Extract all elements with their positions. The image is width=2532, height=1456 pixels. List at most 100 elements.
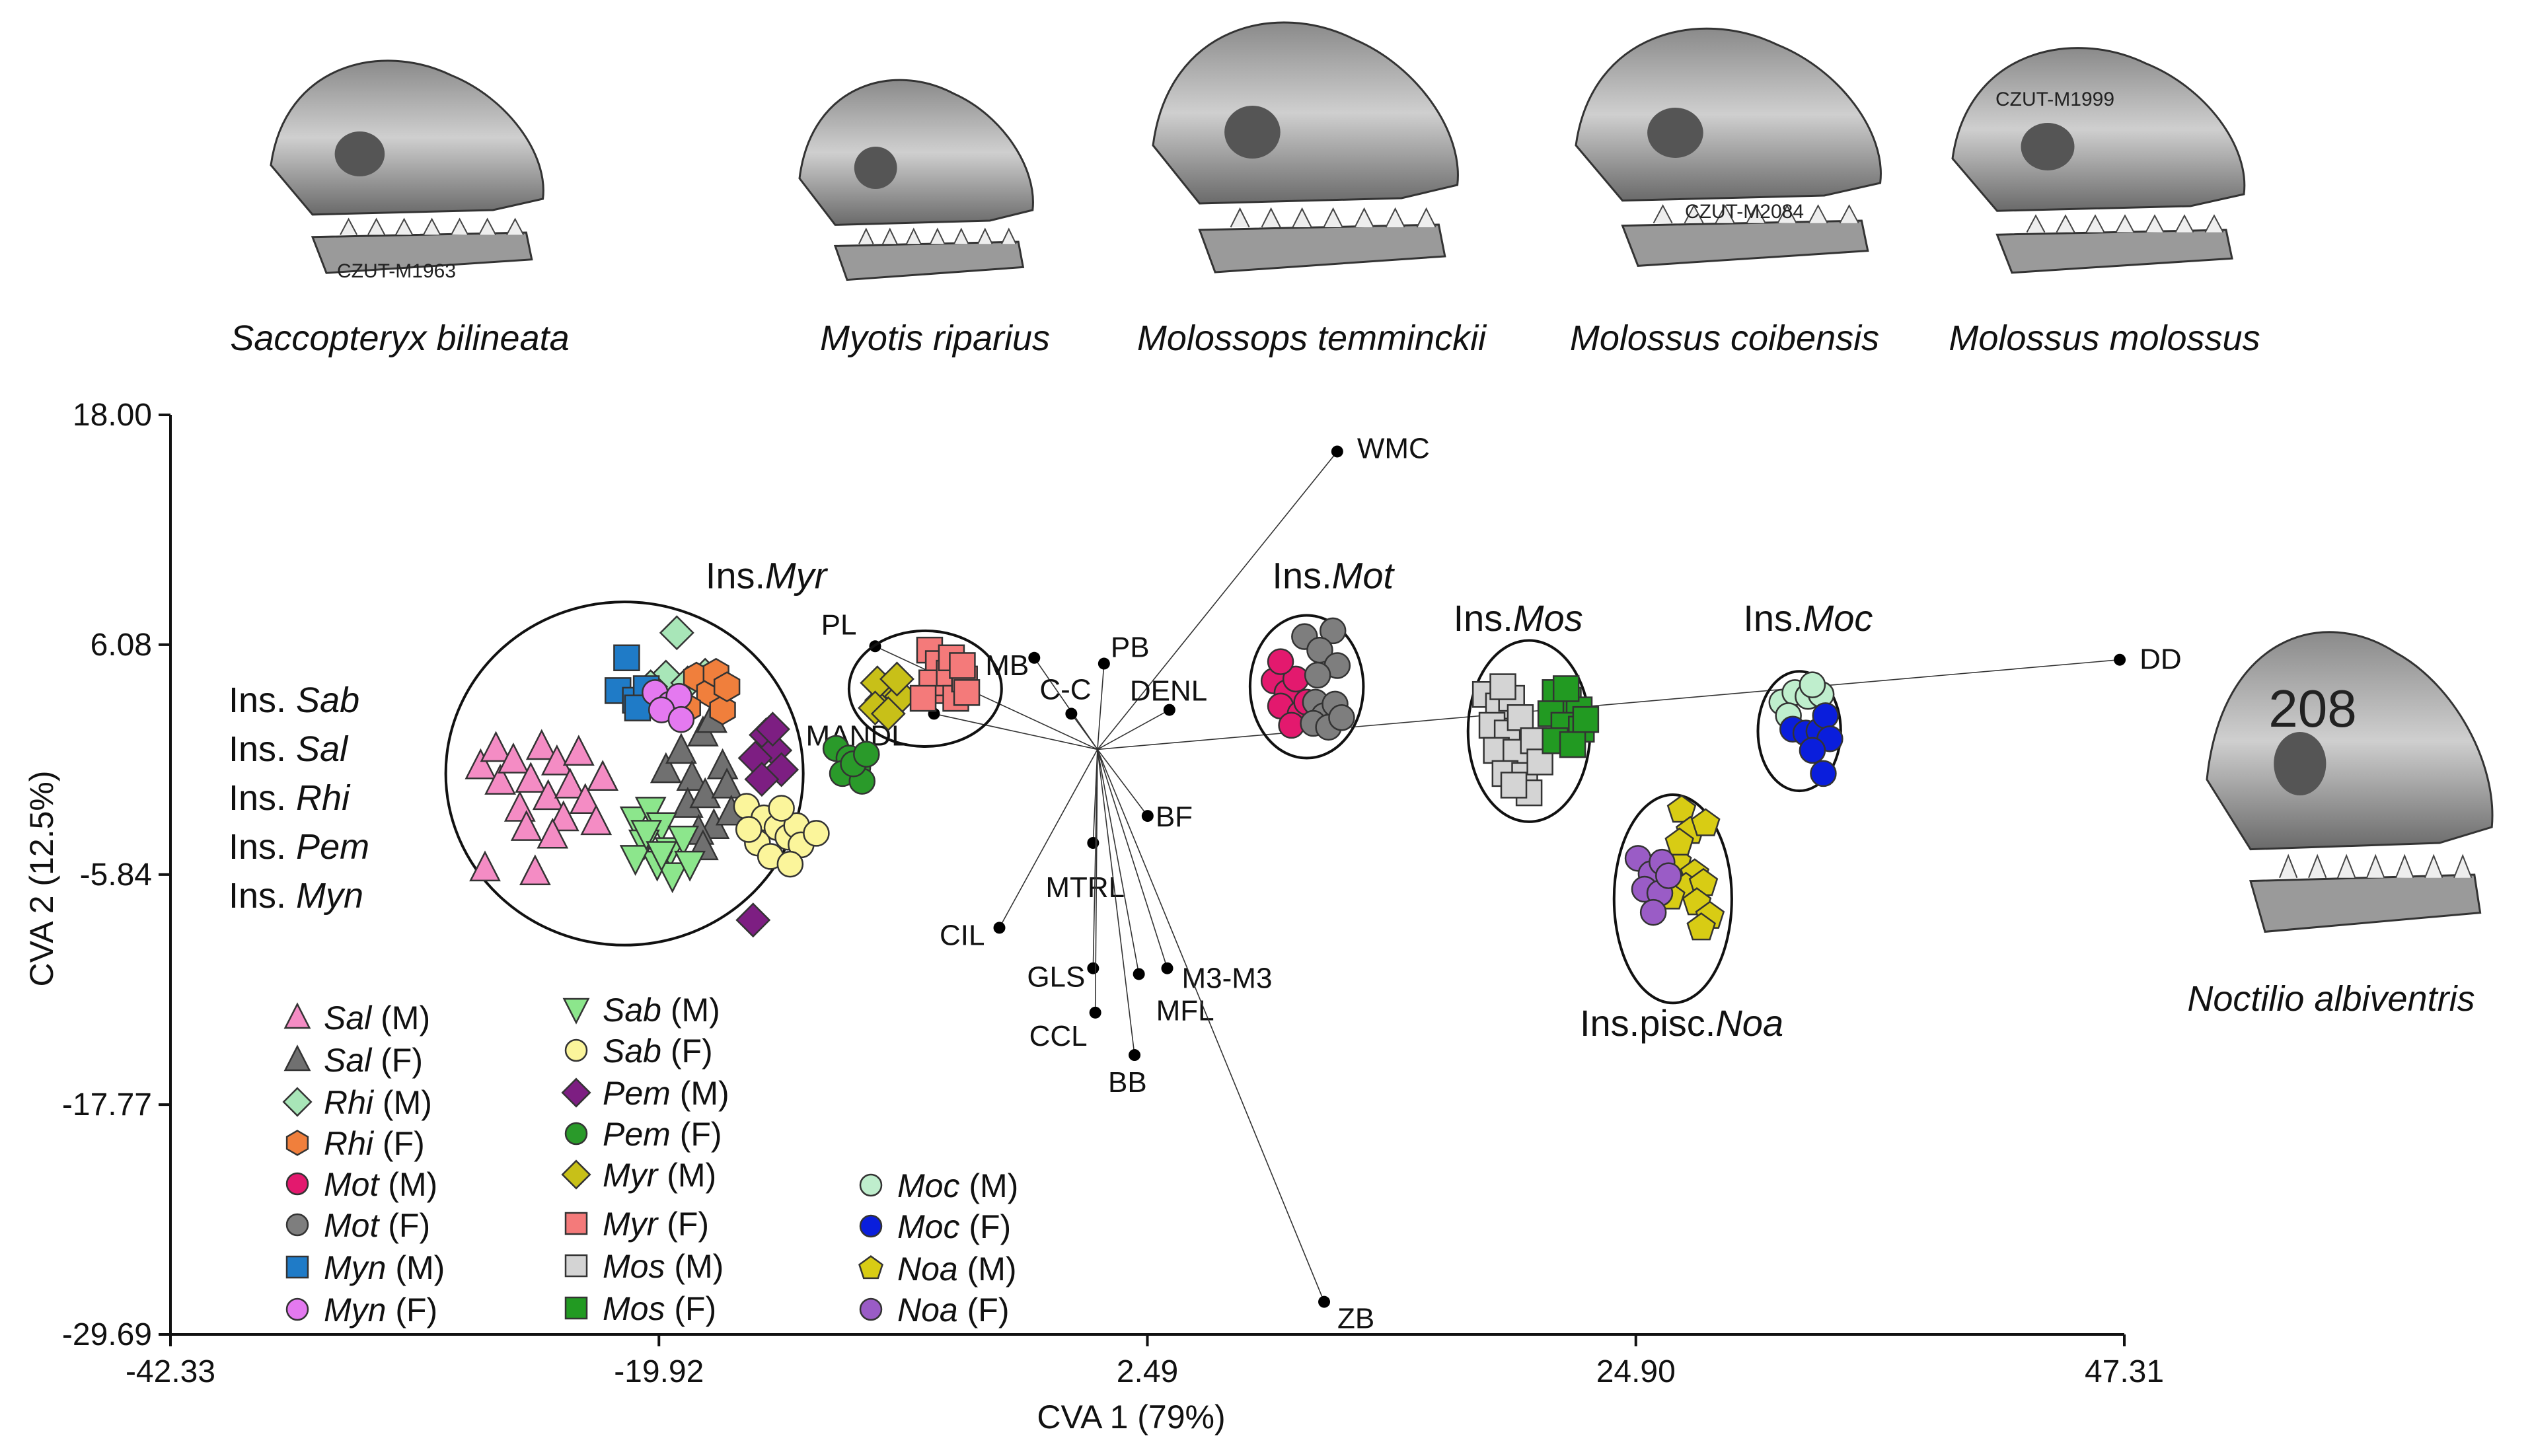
loading-vector [1097, 659, 2120, 750]
data-point [949, 652, 976, 679]
data-point [498, 742, 529, 774]
data-point [580, 804, 613, 836]
legend-label: Moc (F) [897, 1208, 1011, 1245]
data-point [1572, 706, 1600, 733]
loading-vector-end [1163, 704, 1175, 716]
legend-entry: Sab (M) [562, 992, 720, 1029]
legend-label: Noa (M) [897, 1251, 1017, 1288]
loading-vector-label: CCL [1029, 1020, 1088, 1052]
x-tick-label: 24.90 [1596, 1354, 1676, 1389]
legend-entry: Noa (M) [858, 1251, 1017, 1288]
legend-marker [859, 1214, 883, 1238]
legend-label: Moc (M) [897, 1167, 1018, 1204]
legend-entry: Mot (F) [285, 1207, 430, 1244]
legend-marker [283, 1002, 311, 1029]
series-myr-female [909, 636, 981, 712]
data-point [646, 841, 678, 872]
legend-marker [564, 1122, 588, 1146]
legend-entry: Moc (F) [859, 1208, 1011, 1245]
loading-vector-label: WMC [1357, 432, 1430, 464]
group-label: Ins.Moc [1743, 597, 1873, 639]
group-label: Ins.Mos [1454, 597, 1583, 639]
group-ellipse [444, 601, 805, 947]
specimen-tag: CZUT-M2084 [1685, 201, 1804, 223]
loading-vector-end [1161, 962, 1173, 974]
group-label: Ins.Myr [706, 555, 829, 597]
legend-label: Mos (F) [603, 1290, 716, 1327]
data-point [768, 795, 795, 822]
skull-molossus-coibensis-image [1575, 27, 1882, 267]
skull-saccopteryx-image [270, 59, 544, 274]
data-point [676, 760, 708, 791]
loading-vector-label: CIL [940, 919, 985, 951]
series-mot-female [1291, 617, 1355, 741]
y-tick-label: 18.00 [73, 398, 152, 433]
legend-label: Sab (F) [603, 1033, 713, 1070]
legend-label: Mot (M) [324, 1166, 437, 1203]
loading-vector-end [1331, 445, 1343, 458]
data-point [1489, 673, 1516, 700]
x-tick-label: -42.33 [126, 1354, 215, 1389]
data-point [1267, 648, 1294, 675]
series-sab-female [733, 793, 830, 878]
legend-entry: Rhi (M) [282, 1084, 432, 1121]
loading-vector-end [1129, 1049, 1141, 1062]
skull-molossops-image [1152, 21, 1459, 273]
loading-vector [1094, 749, 1098, 1013]
loading-vector-label: BF [1156, 801, 1193, 833]
legend-entry: Pem (M) [561, 1075, 729, 1112]
legend-marker [858, 1255, 883, 1280]
loading-vector [1097, 749, 1168, 968]
data-point [1639, 898, 1667, 926]
data-point [1666, 794, 1697, 823]
loading-vector-label: PL [821, 608, 857, 641]
loading-vector-label: DENL [1130, 675, 1207, 708]
data-point [853, 741, 880, 768]
data-point [689, 777, 722, 809]
data-point [1500, 772, 1528, 799]
species-caption: Molossus molossus [1949, 318, 2260, 358]
data-point [503, 790, 536, 822]
legend-label: Rhi (M) [324, 1084, 432, 1121]
data-point [735, 902, 771, 938]
loading-vector [1097, 749, 1325, 1302]
side-group-label: Ins. Pem [229, 827, 369, 867]
data-points [465, 615, 1843, 941]
loading-vector-label: C-C [1039, 673, 1091, 706]
legend-entry: Myr (F) [564, 1206, 709, 1243]
legend-marker [564, 1254, 588, 1278]
data-point [1664, 827, 1694, 855]
legend-entry: Myn (F) [285, 1292, 437, 1329]
data-point [755, 711, 790, 747]
data-point [659, 615, 694, 651]
legend: Sal (M)Sal (F)Rhi (M)Rhi (F)Mot (M)Mot (… [282, 992, 1018, 1329]
species-caption: Molossus coibensis [1570, 318, 1879, 358]
loading-vector [1097, 748, 1148, 817]
legend-entry: Rhi (F) [285, 1125, 425, 1162]
data-point [665, 733, 697, 764]
data-point [634, 797, 667, 828]
legend-marker [564, 1296, 588, 1320]
species-caption: Saccopteryx bilineata [230, 318, 569, 358]
loading-vector [1097, 749, 1135, 1056]
data-point [525, 729, 558, 760]
legend-label: Sal (M) [324, 1000, 430, 1037]
legend-label: Myr (F) [603, 1206, 709, 1243]
x-tick-label: 2.49 [1117, 1354, 1178, 1389]
data-point [562, 735, 595, 766]
data-point [744, 762, 780, 797]
group-ellipse [1248, 614, 1365, 760]
legend-entry: Moc (M) [859, 1167, 1018, 1204]
legend-label: Rhi (F) [324, 1125, 425, 1162]
species-caption: Noctilio albiventris [2187, 979, 2475, 1019]
specimen-tag: CZUT-M1999 [1995, 89, 2114, 110]
loading-vector-end [1133, 968, 1145, 980]
legend-entry: Pem (F) [564, 1116, 722, 1153]
group-label: Ins.Mot [1272, 555, 1395, 597]
loading-vector [875, 645, 1098, 750]
